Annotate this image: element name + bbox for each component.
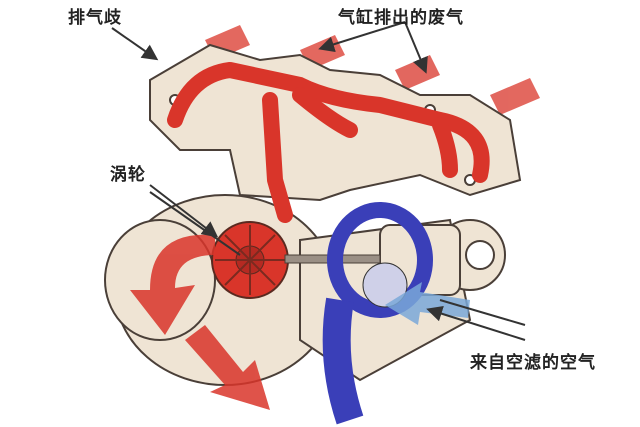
- exhaust-outflow-arrows: [130, 234, 270, 410]
- leader-lines: [111, 21, 526, 341]
- exhaust-manifold-label: 排气歧: [68, 8, 122, 28]
- exhaust-channels: [167, 62, 490, 223]
- cylinder-exhaust-label: 气缸排出的废气: [338, 8, 464, 28]
- turbine-label: 涡轮: [110, 165, 146, 185]
- compressor: [322, 202, 433, 425]
- intake-air-arrow: [385, 282, 470, 325]
- intake-air-label: 来自空滤的空气: [470, 353, 596, 373]
